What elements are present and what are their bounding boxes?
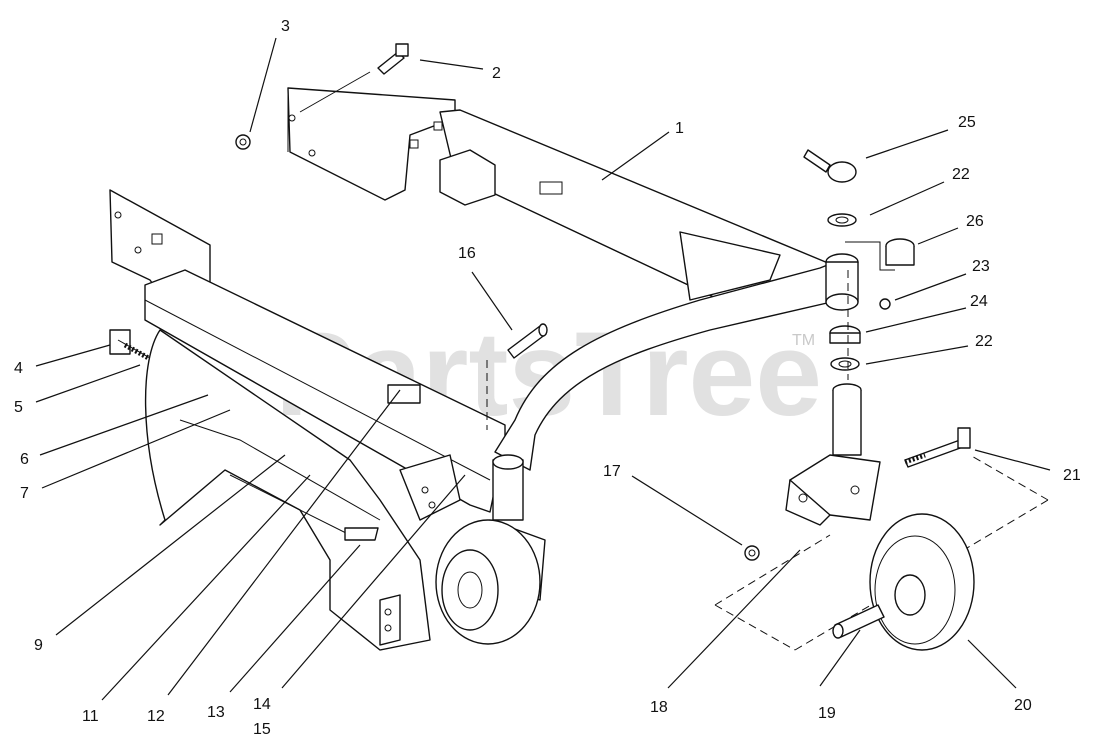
callout-25: 25 — [958, 114, 976, 131]
leader-11 — [101, 474, 311, 701]
callout-12: 12 — [147, 708, 165, 725]
leader-17 — [631, 475, 743, 546]
callout-23: 23 — [972, 258, 990, 275]
frame-rear-crossbar — [439, 109, 841, 301]
callout-26: 26 — [966, 213, 984, 230]
drawing — [109, 43, 1049, 651]
callout-15: 15 — [253, 721, 271, 738]
callout-11: 11 — [82, 708, 99, 725]
callout-1: 1 — [675, 120, 684, 137]
leader-12 — [167, 389, 401, 696]
caster-fork — [785, 383, 881, 526]
callout-17: 17 — [603, 463, 621, 480]
leader-3 — [249, 37, 277, 133]
pin — [486, 323, 548, 430]
callout-9: 9 — [34, 637, 43, 654]
leader-26 — [917, 227, 959, 245]
callout-19: 19 — [818, 705, 836, 722]
callout-18: 18 — [650, 699, 668, 716]
leader-13 — [229, 544, 361, 693]
rear-mount-bracket — [287, 87, 456, 201]
callout-13: 13 — [207, 704, 225, 721]
left-caster — [435, 454, 546, 645]
leader-14 — [281, 474, 466, 689]
watermark-trademark: TM — [792, 332, 815, 349]
leader-5 — [35, 364, 141, 403]
callout-24: 24 — [970, 293, 988, 310]
leader-6 — [39, 394, 209, 456]
callout-5: 5 — [14, 399, 23, 416]
callout-3: 3 — [281, 18, 290, 35]
leader-23 — [894, 273, 967, 301]
callout-4: 4 — [14, 360, 23, 377]
leader-22b — [865, 345, 969, 365]
callout-16: 16 — [458, 245, 476, 262]
leader-21 — [974, 449, 1051, 471]
leader-2 — [419, 59, 484, 70]
leader-25 — [865, 129, 949, 159]
pivot-stack — [803, 149, 915, 380]
caster-bolt — [744, 427, 971, 561]
caster-wheel — [714, 454, 1049, 651]
callout-20: 20 — [1014, 697, 1032, 714]
callout-21: 21 — [1063, 467, 1081, 484]
leader-lines — [35, 37, 1051, 701]
leader-4 — [35, 344, 111, 367]
leader-7 — [41, 409, 231, 489]
leader-16 — [471, 271, 513, 331]
leader-19 — [819, 629, 861, 687]
leader-22a — [869, 181, 945, 216]
callout-6: 6 — [20, 451, 29, 468]
leader-1 — [601, 131, 670, 181]
callout-22-bottom: 22 — [975, 333, 993, 350]
callout-2: 2 — [492, 65, 501, 82]
bolt-and-nut — [235, 43, 409, 150]
mower-deck — [144, 329, 461, 651]
callout-14: 14 — [253, 696, 271, 713]
leader-9 — [55, 454, 286, 636]
callout-22-top: 22 — [952, 166, 970, 183]
callout-7: 7 — [20, 485, 29, 502]
leader-20 — [967, 639, 1017, 689]
leader-24 — [865, 307, 967, 333]
callout-labels: 1 2 3 4 5 6 7 9 11 12 13 14 15 16 17 18 … — [14, 18, 1081, 738]
leader-18 — [667, 549, 801, 689]
